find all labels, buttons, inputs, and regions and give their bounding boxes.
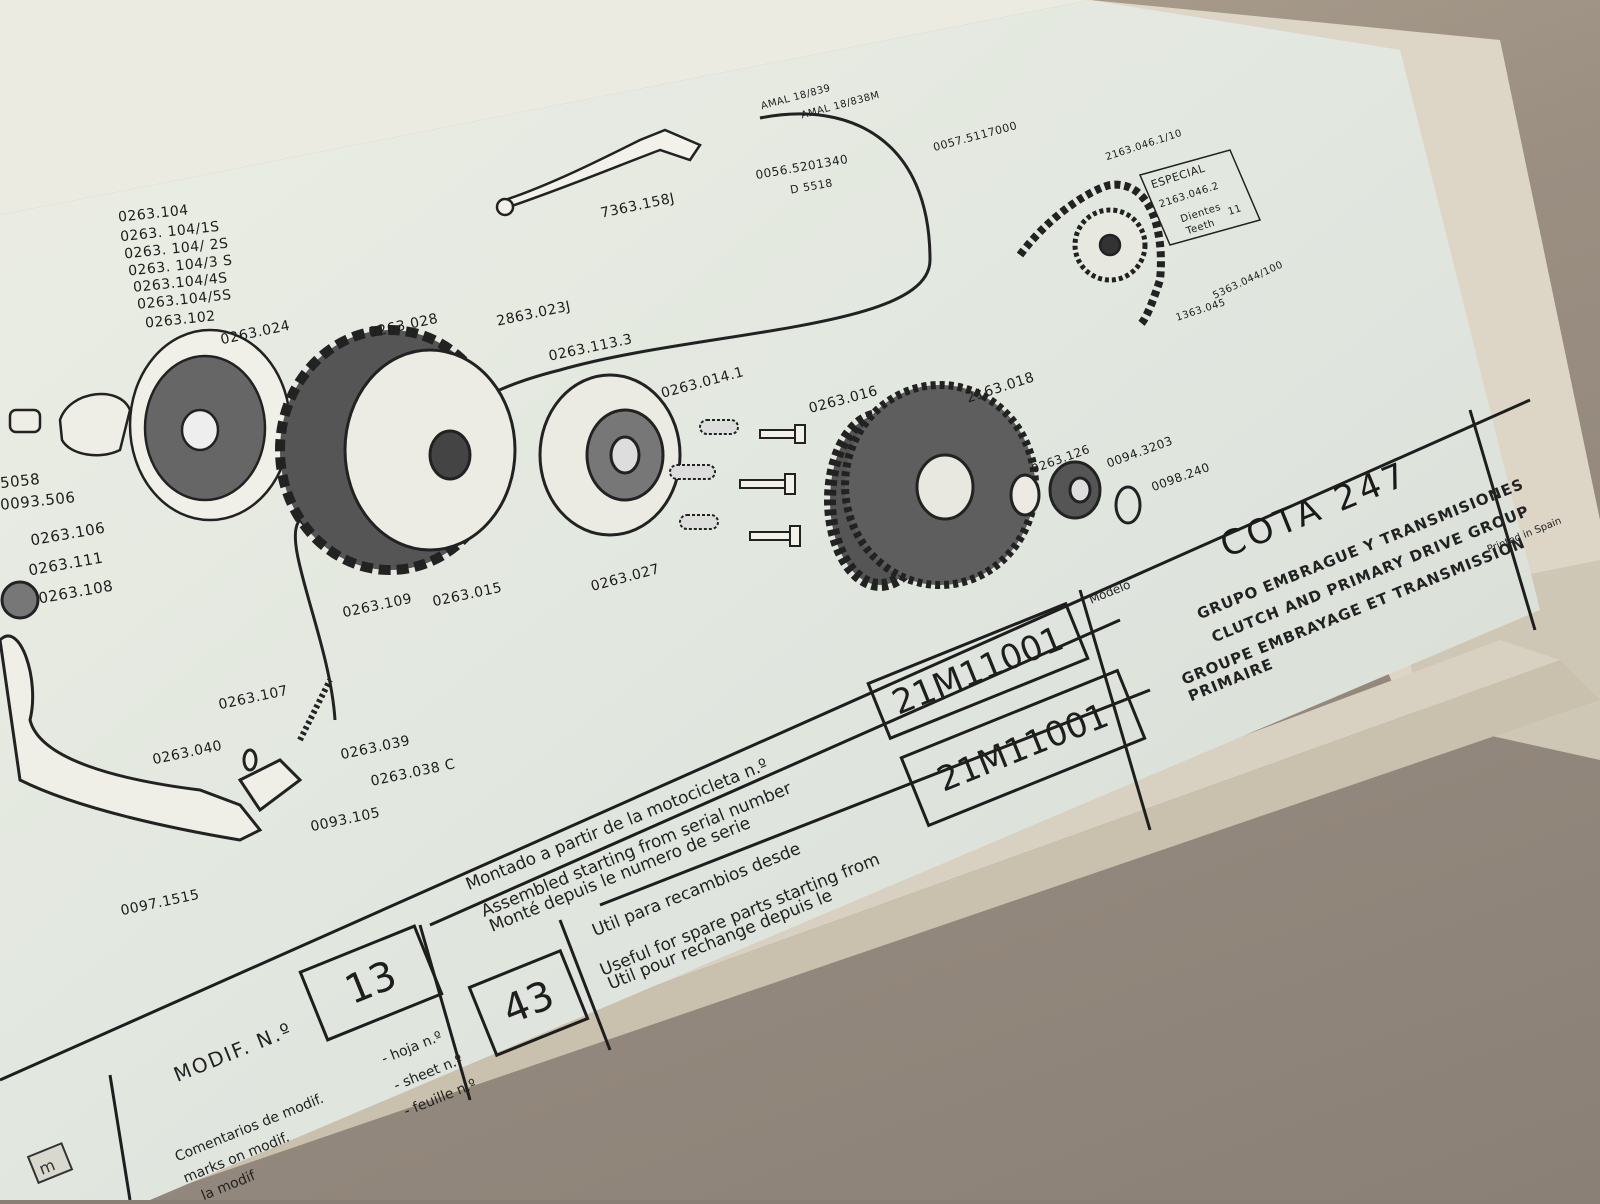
svg-text:m: m — [36, 1155, 58, 1178]
